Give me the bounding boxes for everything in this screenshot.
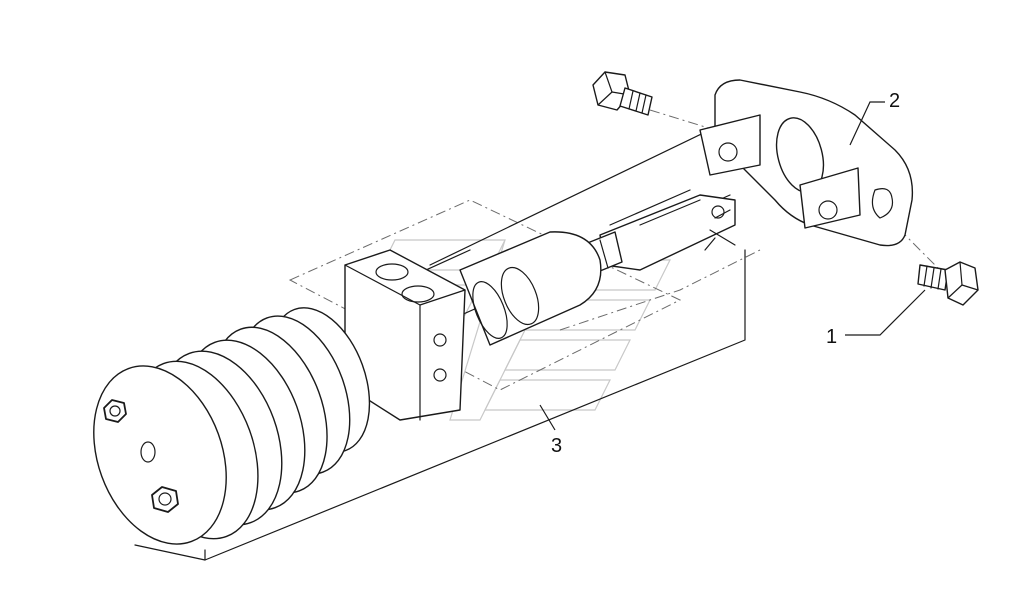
bolt-lower xyxy=(917,261,979,306)
leader-line-1 xyxy=(845,289,926,336)
mounting-bracket xyxy=(699,79,914,247)
callout-3: 3 xyxy=(551,435,562,457)
valve-block xyxy=(344,249,466,421)
end-cap xyxy=(93,365,227,545)
bolt-upper xyxy=(592,71,653,116)
clevis-fork xyxy=(599,189,736,271)
dashed-axis-line-lower xyxy=(559,249,761,331)
cylinder-barrel xyxy=(459,231,602,346)
leader-line-2 xyxy=(849,101,885,146)
leader-line-3 xyxy=(539,404,556,431)
base-frame-lines xyxy=(134,249,746,561)
callout-2: 2 xyxy=(889,90,900,112)
callout-1: 1 xyxy=(826,326,837,348)
